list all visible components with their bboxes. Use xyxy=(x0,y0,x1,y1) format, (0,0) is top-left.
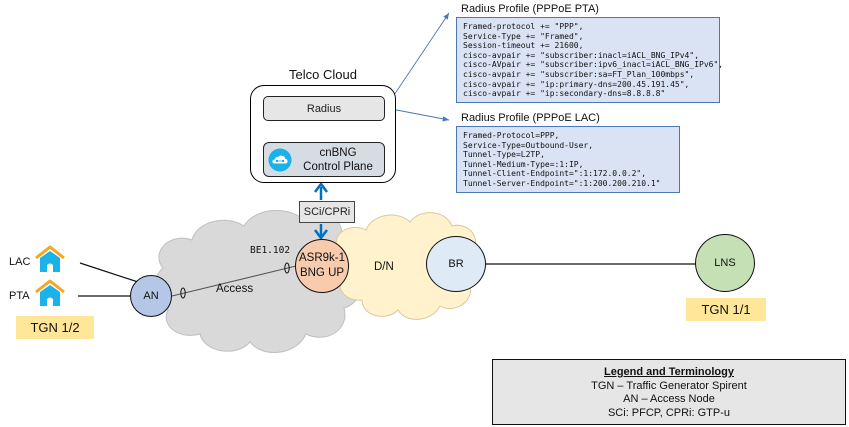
arrow-to-lac-profile xyxy=(385,107,450,122)
profile-attribute-line: Framed-protocol += "PPP", xyxy=(463,22,584,31)
lac-link xyxy=(79,262,139,283)
pta-profile-box: Framed-protocol += "PPP",Service-Type +=… xyxy=(456,17,724,103)
sci-cpri-arrow xyxy=(314,181,328,241)
profile-attribute-line: cisco-avpair += "ip:secondary-dns=8.8.8.… xyxy=(463,89,666,99)
dn-cloud-label: D/N xyxy=(374,261,394,273)
access-link xyxy=(171,265,297,297)
house-icon xyxy=(35,279,65,306)
house-icon xyxy=(35,245,65,272)
cnbng-control-plane[interactable]: cnBNG Control Plane xyxy=(263,142,385,177)
radius-label: Radius xyxy=(306,102,342,115)
access-node[interactable]: AN xyxy=(130,275,172,317)
access-node-label: AN xyxy=(143,289,159,302)
profile-attribute-line: Tunnel-Medium-Type=:1:IP, xyxy=(463,159,584,169)
port-marker-an xyxy=(180,287,186,299)
legend-box: Legend and Terminology TGN – Traffic Gen… xyxy=(492,359,846,425)
lac-profile-title: Radius Profile (PPPoE LAC) xyxy=(461,112,600,124)
border-router-node[interactable]: BR xyxy=(426,236,486,292)
profile-attribute-line: cisco-AVpair += "subscriber:ipv6_inacl=i… xyxy=(463,60,724,70)
lns-node[interactable]: LNS xyxy=(695,234,755,292)
arrow-to-pta-profile xyxy=(385,12,450,108)
port-label: BE1.102 xyxy=(250,245,291,256)
lac-profile-box: Framed-Protocol=PPP,Service-Type=Outboun… xyxy=(456,126,680,193)
profile-attribute-line: cisco-avpair += "ip:primary-dns=200.45.1… xyxy=(463,79,690,89)
pta-profile-title: Radius Profile (PPPoE PTA) xyxy=(461,3,599,15)
cnbng-label-line1: cnBNG xyxy=(319,146,357,159)
profile-attribute-line: cisco-avpair += "subscriber:sa=FT_Plan_1… xyxy=(463,69,695,79)
profile-attribute-line: Framed-Protocol=PPP, xyxy=(463,131,560,140)
tgn-left-badge: TGN 1/2 xyxy=(16,316,94,339)
profile-attribute-line: Service-Type += "Framed", xyxy=(463,31,584,41)
profile-attribute-line: Tunnel-Server-Endpoint=":1:200.200.210.1… xyxy=(463,178,661,188)
lns-label: LNS xyxy=(714,256,736,269)
access-cloud-label: Access xyxy=(216,283,254,295)
legend-line: SCi: PFCP, CPRi: GTP-u xyxy=(607,406,731,419)
pta-label: PTA xyxy=(9,290,30,302)
bng-up-node[interactable]: ASR9k-1 BNG UP xyxy=(295,239,349,293)
telco-cloud-title: Telco Cloud xyxy=(289,67,357,82)
legend-line: TGN – Traffic Generator Spirent xyxy=(591,379,747,392)
sci-cpri-interface: SCi/CPRi xyxy=(299,201,355,223)
cnbng-label-line2: Control Plane xyxy=(303,160,373,173)
bng-label-line2: BNG UP xyxy=(299,267,345,279)
border-router-label: BR xyxy=(448,257,464,270)
profile-attribute-line: Session-timeout += 21600, xyxy=(463,41,584,51)
profile-attribute-line: cisco-avpair += "subscriber:inacl=iACL_B… xyxy=(463,50,700,60)
legend-line: AN – Access Node xyxy=(623,393,715,405)
profile-attribute-line: Service-Type=Outbound-User, xyxy=(463,140,594,150)
bng-label-line1: ASR9k-1 xyxy=(298,252,346,264)
cnbng-label: cnBNG Control Plane xyxy=(292,146,384,174)
profile-attribute-line: Tunnel-Type=L2TP, xyxy=(463,150,545,160)
tgn-right-label: TGN 1/1 xyxy=(701,302,751,317)
cloud-network-icon xyxy=(268,148,292,172)
radius-server[interactable]: Radius xyxy=(263,96,385,121)
lac-label: LAC xyxy=(9,256,31,268)
port-marker-bng xyxy=(284,262,290,274)
sci-cpri-label: SCi/CPRi xyxy=(303,206,351,218)
profile-attribute-line: Tunnel-Client-Endpoint=":1:172.0.0.2", xyxy=(463,169,647,179)
legend-title: Legend and Terminology xyxy=(604,366,734,378)
tgn-left-label: TGN 1/2 xyxy=(30,320,80,335)
tgn-right-badge: TGN 1/1 xyxy=(686,298,766,321)
